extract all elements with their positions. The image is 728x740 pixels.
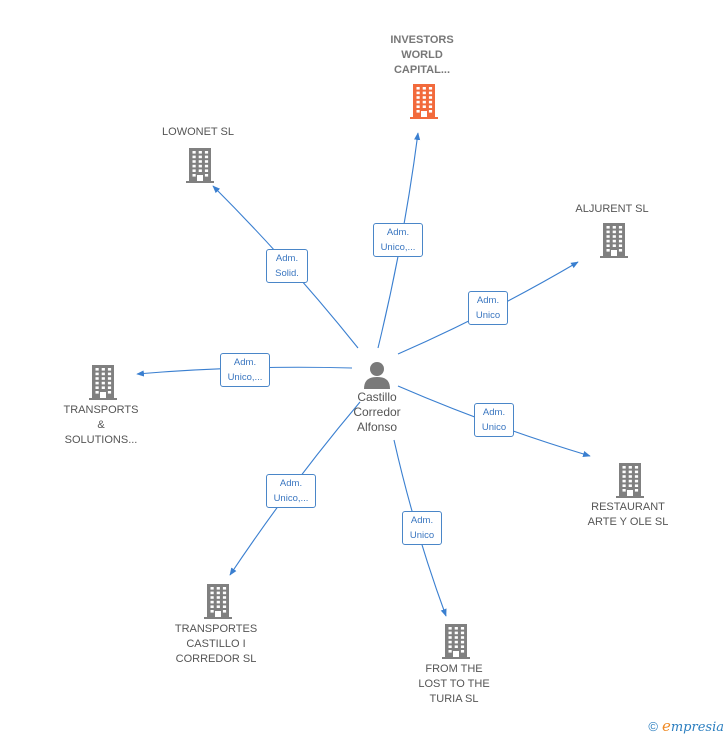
company-label-aljurent[interactable]: ALJURENT SL: [575, 202, 649, 215]
building-icon: [442, 624, 470, 659]
relation-label-investors[interactable]: Adm. Unico,...: [373, 223, 423, 257]
company-label-transports[interactable]: TRANSPORTS & SOLUTIONS...: [63, 403, 139, 446]
building-icon: [204, 584, 232, 619]
company-label-transportes[interactable]: TRANSPORTES CASTILLO I CORREDOR SL: [174, 622, 258, 665]
company-label-fromthe[interactable]: FROM THE LOST TO THE TURIA SL: [418, 662, 490, 705]
relation-label-transportes[interactable]: Adm. Unico,...: [266, 474, 316, 508]
company-node-restaurant[interactable]: [614, 462, 646, 498]
company-node-aljurent[interactable]: [598, 222, 630, 258]
person-icon: [364, 362, 390, 389]
company-node-investors[interactable]: [408, 83, 440, 119]
brand-initial: e: [661, 717, 671, 735]
building-icon: [616, 463, 644, 498]
relation-label-restaurant[interactable]: Adm. Unico: [474, 403, 514, 437]
company-node-fromthe[interactable]: [440, 623, 472, 659]
relation-label-aljurent[interactable]: Adm. Unico: [468, 291, 508, 325]
building-icon: [186, 148, 214, 183]
company-label-lowonet[interactable]: LOWONET SL: [162, 125, 234, 138]
company-label-investors[interactable]: INVESTORS WORLD CAPITAL...: [390, 33, 454, 76]
building-icon: [410, 84, 438, 119]
building-icon: [89, 365, 117, 400]
relation-label-lowonet[interactable]: Adm. Solid.: [266, 249, 308, 283]
person-label: Castillo Corredor Alfonso: [353, 390, 401, 434]
company-label-restaurant[interactable]: RESTAURANT ARTE Y OLE SL: [587, 501, 669, 528]
company-node-transports[interactable]: [87, 364, 119, 400]
company-node-lowonet[interactable]: [184, 147, 216, 183]
copyright-icon: ©: [648, 718, 658, 734]
relation-label-fromthe[interactable]: Adm. Unico: [402, 511, 442, 545]
person-node[interactable]: Castillo Corredor Alfonso: [332, 360, 422, 435]
relation-label-transports[interactable]: Adm. Unico,...: [220, 353, 270, 387]
building-icon: [600, 223, 628, 258]
brand-name: mpresia: [670, 720, 724, 735]
company-node-transportes[interactable]: [202, 583, 234, 619]
empresia-brand: © empresia: [648, 717, 724, 735]
